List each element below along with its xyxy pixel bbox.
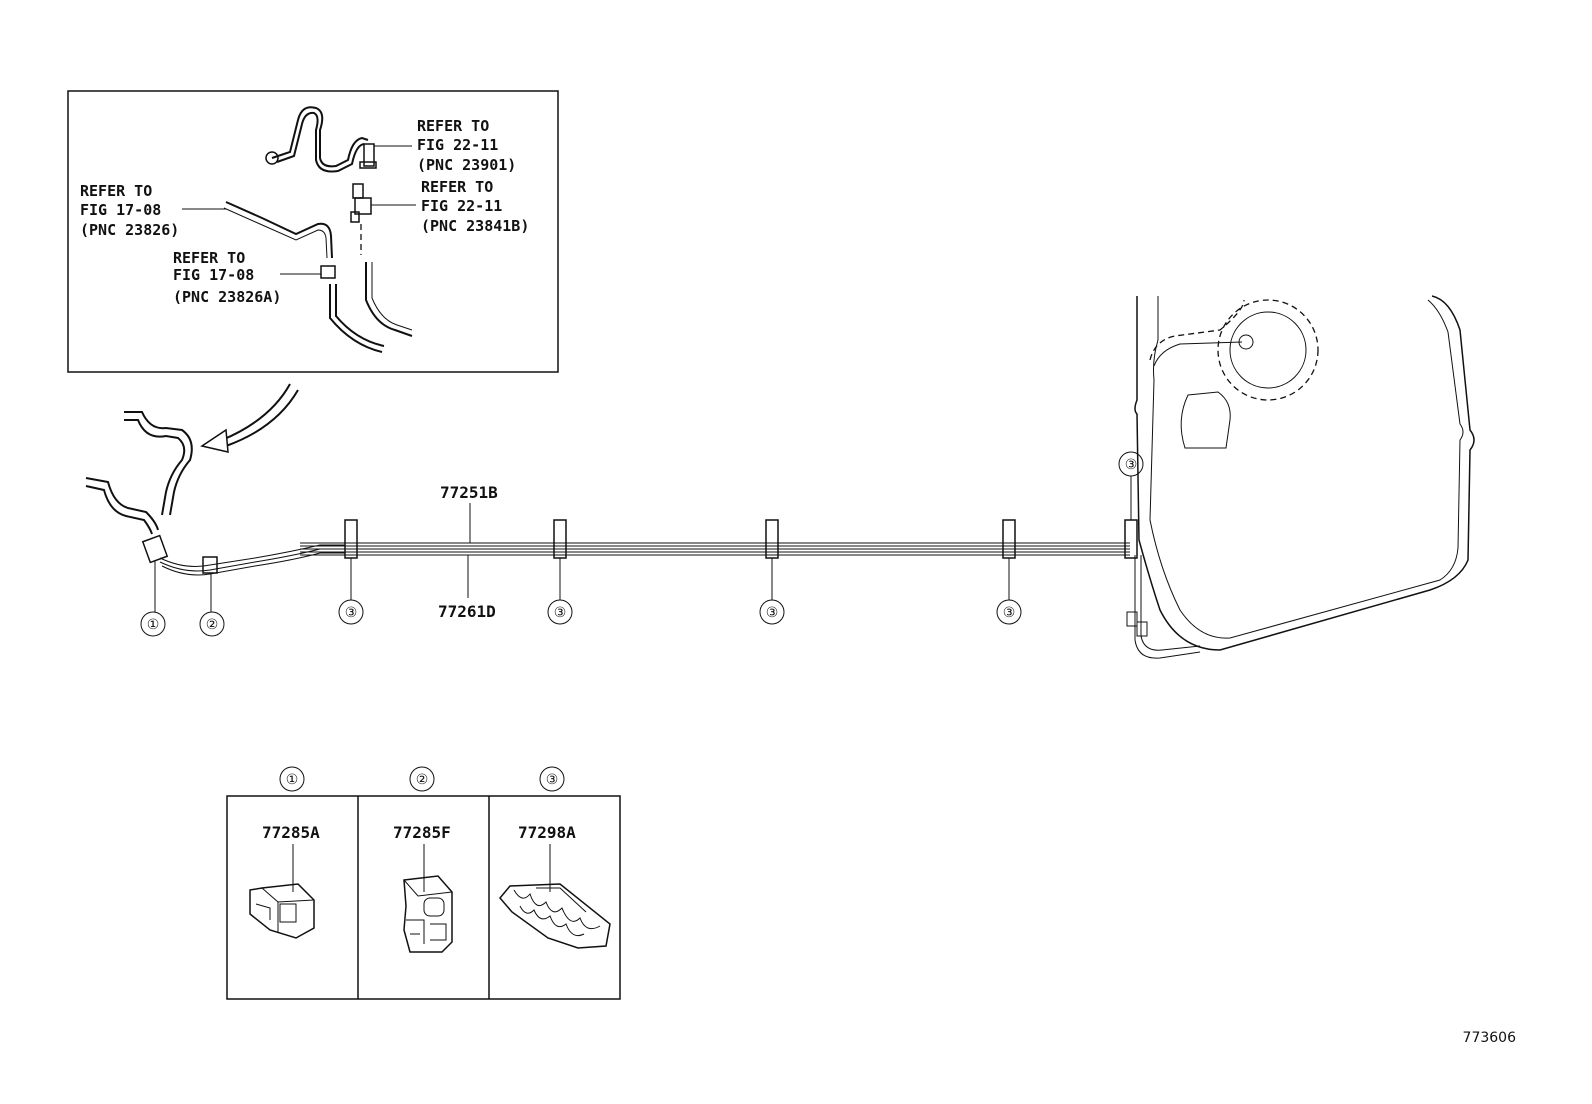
clamp-legend: ① ② ③ 77285A 77285F 77298A xyxy=(226,766,621,1000)
callout-23841b: REFER TO FIG 22-11 (PNC 23841B) xyxy=(421,178,529,235)
marker-2: ② xyxy=(206,617,219,633)
callout-23826a: REFER TO FIG 17-08 (PNC 23826A) xyxy=(173,249,281,306)
legend-part-77285a: 77285A xyxy=(262,823,320,842)
callout-text: (PNC 23901) xyxy=(417,156,516,174)
callout-text: (PNC 23826) xyxy=(80,221,179,239)
callout-text: REFER TO xyxy=(421,178,493,196)
clamp-77285a-illustration xyxy=(249,883,315,939)
clamp-77298a-illustration xyxy=(499,883,611,949)
marker-3: ③ xyxy=(1125,457,1138,473)
callout-text: REFER TO xyxy=(80,182,152,200)
clamp-2 xyxy=(202,556,218,574)
clamp-77285f-illustration xyxy=(403,875,453,953)
callout-text: (PNC 23841B) xyxy=(421,217,529,235)
marker-3: ③ xyxy=(345,605,358,621)
marker-3: ③ xyxy=(1003,605,1016,621)
callout-23901: REFER TO FIG 22-11 (PNC 23901) xyxy=(417,117,516,174)
tube-lower-label: 77261D xyxy=(438,602,496,621)
left-hoses xyxy=(85,411,193,535)
inset-upper-hose xyxy=(265,106,377,173)
callout-text: REFER TO xyxy=(173,249,245,267)
tube-upper-label: 77251B xyxy=(440,483,498,502)
legend-marker-1: ① xyxy=(286,772,299,788)
marker-3: ③ xyxy=(766,605,779,621)
assembly-markers: ① ② ③ ③ ③ ③ ③ xyxy=(140,451,1144,637)
inset-hose-left xyxy=(329,284,383,353)
inset-connector-23841b xyxy=(350,183,372,255)
legend-marker-2: ② xyxy=(416,772,429,788)
callout-text: FIG 22-11 xyxy=(417,136,498,154)
callout-text: FIG 17-08 xyxy=(80,201,161,219)
callout-text: FIG 17-08 xyxy=(173,266,254,284)
legend-marker-3: ③ xyxy=(546,772,559,788)
marker-3: ③ xyxy=(554,605,567,621)
marker-1: ① xyxy=(147,617,160,633)
callout-text: REFER TO xyxy=(417,117,489,135)
fuel-tank-outline xyxy=(1126,295,1475,659)
clamp-1 xyxy=(141,534,169,564)
inset-frame xyxy=(67,90,559,373)
inset-connector-23826a xyxy=(320,265,336,279)
inset-tube-23826 xyxy=(225,201,333,259)
callout-text: (PNC 23826A) xyxy=(173,288,281,306)
legend-frame xyxy=(226,795,621,1000)
legend-part-77285f: 77285F xyxy=(393,823,451,842)
main-tube-bundle xyxy=(300,542,1130,556)
legend-part-77298a: 77298A xyxy=(518,823,576,842)
inset-detail: REFER TO FIG 22-11 (PNC 23901) REFER TO … xyxy=(67,90,559,373)
figure-id: 773606 xyxy=(1463,1030,1517,1046)
callout-text: FIG 22-11 xyxy=(421,197,502,215)
detail-arrow xyxy=(200,383,299,453)
inset-hose-right xyxy=(365,262,413,337)
callout-23826: REFER TO FIG 17-08 (PNC 23826) xyxy=(80,182,179,239)
